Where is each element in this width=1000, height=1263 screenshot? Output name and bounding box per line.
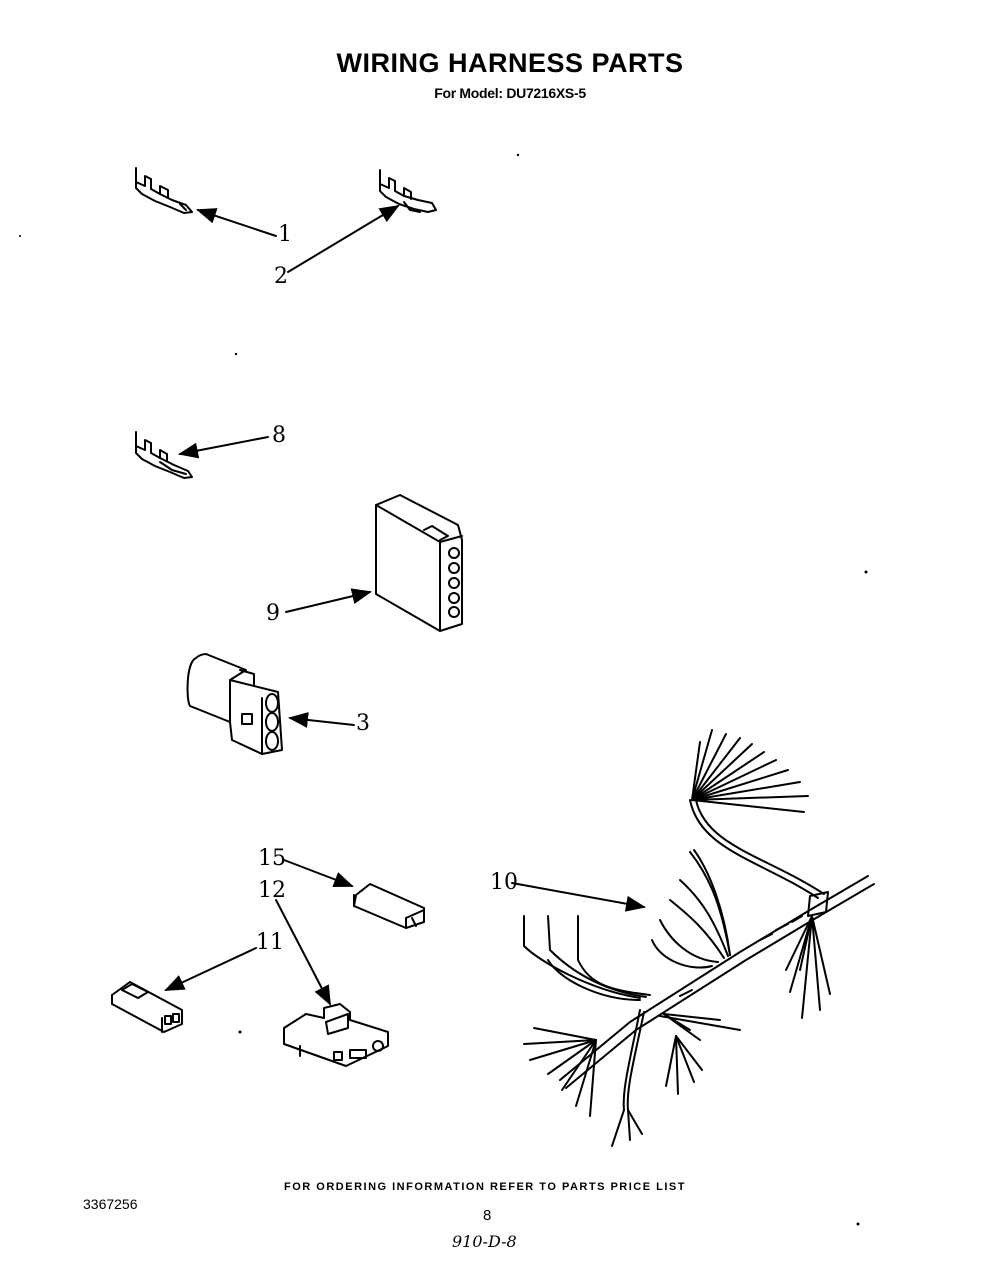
callout-9: 9: [266, 601, 280, 626]
callout-15: 15: [258, 846, 286, 871]
model-subtitle: For Model: DU7216XS-5: [434, 85, 586, 101]
callout-3: 3: [356, 711, 370, 736]
callout-2: 2: [274, 264, 288, 289]
leader-lines: [164, 204, 646, 1006]
terminal-part-2: [379, 169, 437, 213]
page-number: 8: [483, 1207, 492, 1224]
callout-8: 8: [272, 423, 286, 448]
document-number: 3367256: [83, 1196, 138, 1212]
handwritten-note: 910-D-8: [452, 1232, 517, 1251]
callout-10: 10: [490, 870, 518, 895]
terminal-part-8: [135, 431, 193, 479]
ordering-note: FOR ORDERING INFORMATION REFER TO PARTS …: [284, 1181, 686, 1193]
scan-specks: [19, 153, 868, 1226]
connector-part-12: [283, 1003, 389, 1067]
page-title: WIRING HARNESS PARTS: [336, 48, 684, 78]
connector-part-3: [186, 653, 283, 755]
wiring-harness-part-10: [523, 729, 875, 1147]
connector-part-11: [111, 981, 183, 1033]
callout-12: 12: [258, 878, 286, 903]
connector-part-15: [353, 883, 425, 929]
connector-part-9: [375, 494, 463, 632]
terminal-part-1: [135, 167, 193, 214]
callout-11: 11: [256, 930, 284, 955]
callout-1: 1: [278, 222, 292, 247]
